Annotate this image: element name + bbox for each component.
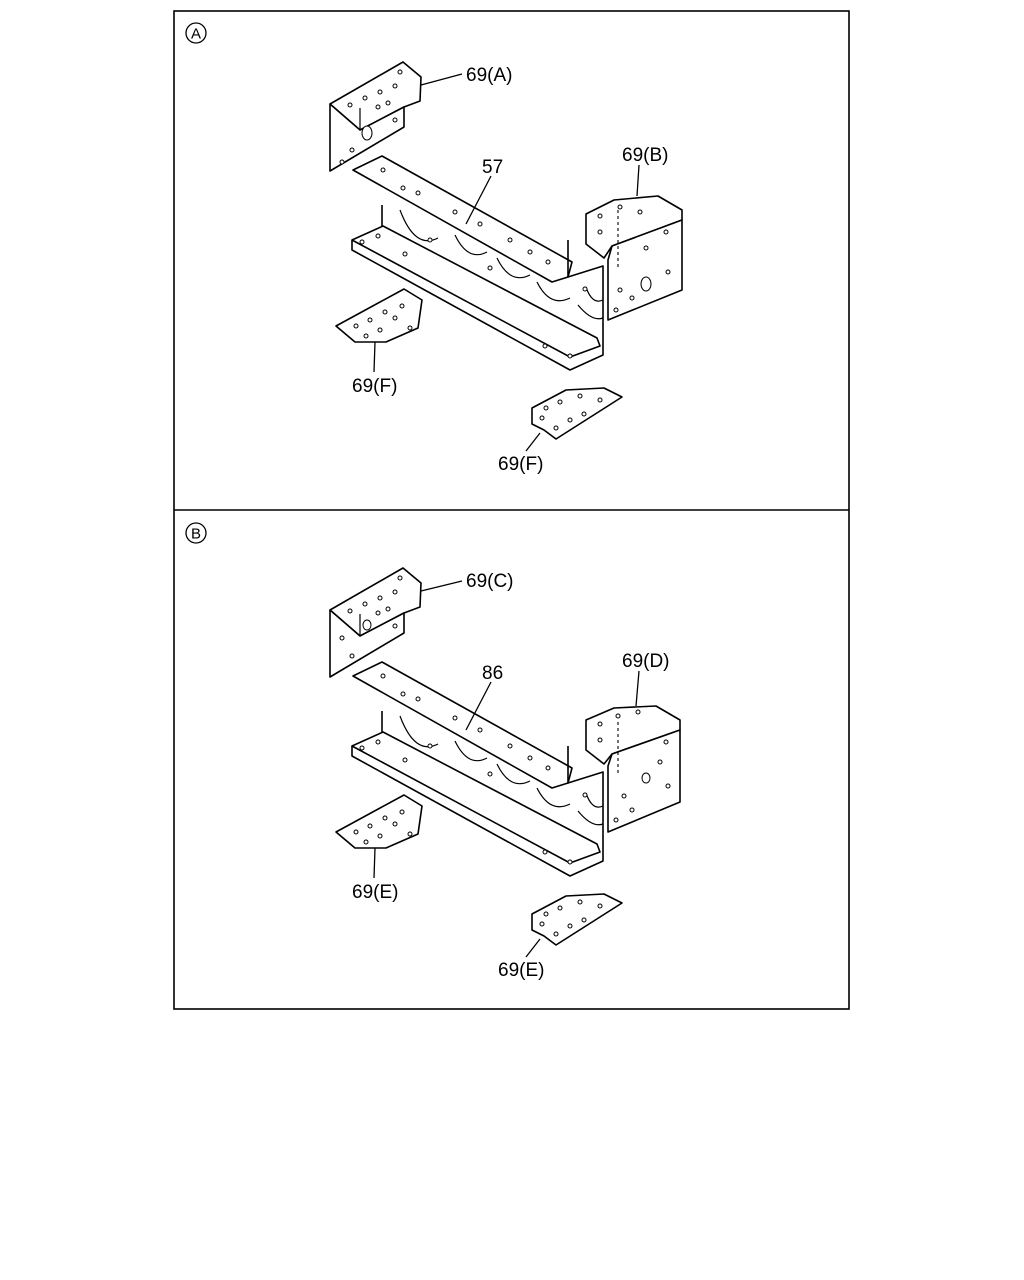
label-left-plate: 69(F)	[352, 376, 397, 397]
left-plate-part	[335, 288, 423, 343]
top-bracket-part	[329, 61, 422, 172]
label-left-plate: 69(E)	[352, 882, 398, 903]
panel-marker-label: A	[191, 26, 201, 43]
main-channel-part	[351, 155, 604, 371]
label-main-part: 57	[482, 157, 503, 178]
bottom-plate-part	[531, 893, 623, 946]
label-right-block: 69(B)	[622, 145, 668, 166]
panel-b: B	[185, 522, 681, 981]
right-block-part	[585, 705, 681, 833]
panel-marker: A	[185, 22, 207, 44]
panel-marker: B	[185, 522, 207, 544]
main-channel-part	[351, 661, 604, 877]
label-bottom-plate: 69(F)	[498, 454, 543, 475]
panel-marker-label: B	[191, 526, 201, 543]
label-bottom-plate: 69(E)	[498, 960, 544, 981]
left-plate-part	[335, 794, 423, 849]
label-top-bracket: 69(A)	[466, 65, 512, 86]
label-right-block: 69(D)	[622, 651, 670, 672]
top-bracket-part	[329, 567, 422, 678]
panel-a: A	[185, 22, 683, 475]
label-main-part: 86	[482, 663, 503, 684]
bottom-plate-part	[531, 387, 623, 440]
right-block-part	[585, 195, 683, 321]
label-top-bracket: 69(C)	[466, 571, 514, 592]
